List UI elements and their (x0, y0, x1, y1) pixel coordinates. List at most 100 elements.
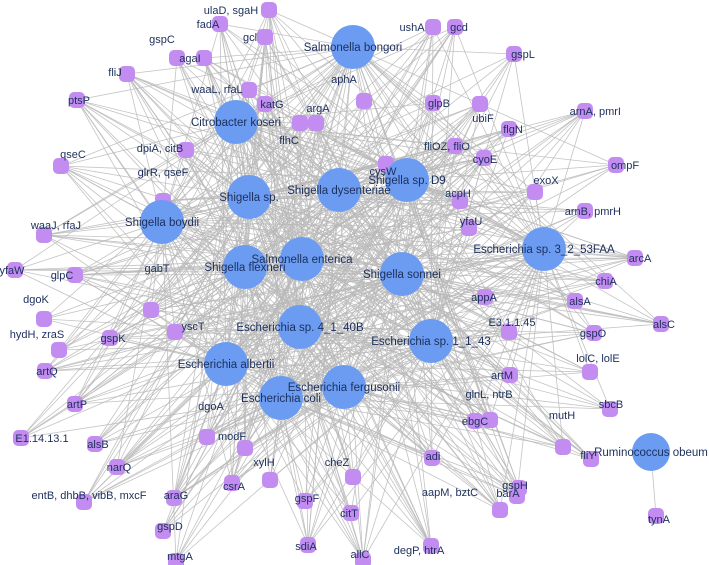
gene-node[interactable] (424, 450, 440, 466)
network-edge (338, 189, 432, 547)
gene-node[interactable] (653, 316, 669, 332)
gene-node[interactable] (262, 472, 278, 488)
network-edge (94, 46, 354, 445)
gene-node[interactable] (166, 490, 182, 506)
gene-node[interactable] (355, 552, 371, 565)
gene-node[interactable] (13, 430, 29, 446)
gene-node[interactable] (67, 267, 83, 283)
gene-node[interactable] (102, 330, 118, 346)
gene-node[interactable] (7, 262, 23, 278)
gene-node[interactable] (509, 488, 525, 504)
gene-node[interactable] (76, 494, 92, 510)
gene-node[interactable] (67, 396, 83, 412)
gene-node[interactable] (300, 537, 316, 553)
species-node[interactable] (223, 245, 267, 289)
gene-node[interactable] (423, 538, 439, 554)
species-label: Escherichia sp. 3_2_53FAA (473, 244, 615, 256)
gene-node[interactable] (527, 184, 543, 200)
species-node[interactable] (632, 433, 670, 471)
gene-node[interactable] (467, 413, 483, 429)
species-node[interactable] (409, 319, 453, 363)
gene-node[interactable] (257, 29, 273, 45)
gene-node[interactable] (582, 364, 598, 380)
network-edge (175, 121, 237, 562)
gene-node[interactable] (69, 92, 85, 108)
gene-node[interactable] (472, 96, 488, 112)
gene-node[interactable] (51, 342, 67, 358)
gene-node[interactable] (237, 440, 253, 456)
gene-node[interactable] (501, 324, 517, 340)
gene-node[interactable] (425, 19, 441, 35)
gene-node[interactable] (425, 95, 441, 111)
gene-node[interactable] (168, 553, 184, 565)
gene-label: gspF (295, 493, 320, 505)
gene-node[interactable] (627, 250, 643, 266)
species-node[interactable] (380, 252, 424, 296)
gene-node[interactable] (452, 193, 468, 209)
gene-node[interactable] (608, 157, 624, 173)
network-edge (43, 46, 354, 320)
gene-node[interactable] (308, 115, 324, 131)
network-edge (307, 248, 545, 546)
gene-node[interactable] (261, 2, 277, 18)
gene-node[interactable] (447, 19, 463, 35)
gene-node[interactable] (492, 502, 508, 518)
gene-node[interactable] (502, 367, 518, 383)
gene-node[interactable] (648, 508, 664, 524)
gene-node[interactable] (37, 363, 53, 379)
species-node[interactable] (385, 158, 429, 202)
gene-node[interactable] (506, 46, 522, 62)
gene-node[interactable] (447, 138, 463, 154)
gene-node[interactable] (597, 273, 613, 289)
species-label: Shigella sp. (219, 192, 278, 204)
gene-node[interactable] (482, 412, 498, 428)
gene-node[interactable] (119, 66, 135, 82)
species-node[interactable] (317, 168, 361, 212)
species-node[interactable] (259, 376, 303, 420)
gene-node[interactable] (155, 523, 171, 539)
gene-node[interactable] (602, 401, 618, 417)
gene-node[interactable] (501, 121, 517, 137)
gene-node[interactable] (167, 324, 183, 340)
species-node[interactable] (214, 100, 258, 144)
gene-node[interactable] (297, 493, 313, 509)
species-node[interactable] (331, 25, 375, 69)
gene-node[interactable] (476, 150, 492, 166)
gene-node[interactable] (555, 439, 571, 455)
species-node[interactable] (140, 200, 184, 244)
species-node[interactable] (227, 175, 271, 219)
gene-node[interactable] (577, 103, 593, 119)
gene-node[interactable] (345, 469, 361, 485)
gene-node[interactable] (196, 50, 212, 66)
gene-label: modF (218, 431, 246, 443)
gene-label: yscT (181, 321, 205, 333)
gene-node[interactable] (292, 115, 308, 131)
gene-node[interactable] (477, 289, 493, 305)
gene-node[interactable] (241, 82, 257, 98)
gene-node[interactable] (53, 158, 69, 174)
species-node[interactable] (204, 342, 248, 386)
gene-node[interactable] (461, 220, 477, 236)
species-node[interactable] (522, 227, 566, 271)
species-node[interactable] (278, 305, 322, 349)
gene-node[interactable] (212, 16, 228, 32)
gene-node[interactable] (224, 475, 240, 491)
gene-node[interactable] (583, 451, 599, 467)
gene-node[interactable] (87, 436, 103, 452)
gene-node[interactable] (567, 293, 583, 309)
gene-node[interactable] (343, 505, 359, 521)
gene-node[interactable] (199, 429, 215, 445)
gene-node[interactable] (257, 96, 273, 112)
gene-node[interactable] (356, 93, 372, 109)
gene-node[interactable] (169, 50, 185, 66)
gene-node[interactable] (36, 311, 52, 327)
species-node[interactable] (280, 237, 324, 281)
network-edge (116, 189, 340, 468)
gene-node[interactable] (577, 203, 593, 219)
gene-node[interactable] (178, 142, 194, 158)
species-node[interactable] (322, 365, 366, 409)
gene-node[interactable] (586, 325, 602, 341)
gene-node[interactable] (143, 302, 159, 318)
gene-node[interactable] (36, 227, 52, 243)
gene-node[interactable] (109, 459, 125, 475)
